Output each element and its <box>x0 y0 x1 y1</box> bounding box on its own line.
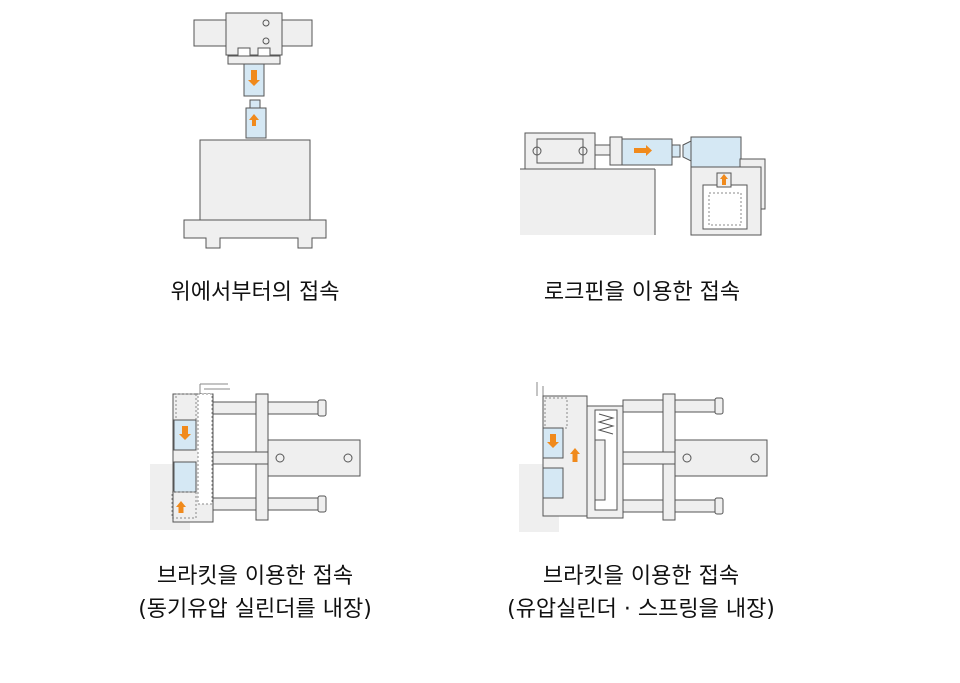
pin-housing <box>702 184 748 230</box>
top-block <box>225 12 283 56</box>
bolt-hole <box>343 453 353 463</box>
caption-line: (유압실린더 · 스프링을 내장) <box>507 597 775 622</box>
bolt-hole <box>750 453 760 463</box>
right-arrow-icon <box>634 145 652 156</box>
lower-coupler <box>542 467 564 499</box>
bolt-hole <box>578 146 588 156</box>
moving-coupler <box>621 138 673 166</box>
rod-end <box>714 397 724 415</box>
machine-body <box>199 139 311 221</box>
caption-lock-pin-connection: 로크핀을 이용한 접속 <box>492 276 792 309</box>
up-arrow-icon <box>720 174 728 185</box>
cylinder-flange <box>536 138 584 164</box>
left-table <box>520 169 655 235</box>
caption-line: 로크핀을 이용한 접속 <box>543 280 741 305</box>
caption-line: 브라킷을 이용한 접속 <box>156 564 354 589</box>
caption-line: 위에서부터의 접속 <box>170 280 340 305</box>
top-block-slot <box>237 47 251 57</box>
caption-line: 브라킷을 이용한 접속 <box>542 564 740 589</box>
slide-rail <box>594 439 606 501</box>
rod-end <box>317 495 327 513</box>
down-arrow-icon <box>547 434 559 448</box>
hidden-housing <box>544 397 568 429</box>
receiving-coupler <box>690 136 742 168</box>
caption-bracket-sync-cylinder: 브라킷을 이용한 접속 (동기유압 실린더를 내장) <box>100 560 410 626</box>
down-arrow-icon <box>179 426 191 440</box>
bolt-hole <box>682 453 692 463</box>
diagram-lock-pin-connection <box>520 132 766 236</box>
diagram-bracket-sync-cylinder <box>150 383 361 530</box>
rod-end <box>317 399 327 417</box>
down-arrow-icon <box>248 70 260 86</box>
caption-bracket-cylinder-spring: 브라킷을 이용한 접속 (유압실린더 · 스프링을 내장) <box>466 560 816 626</box>
up-arrow-icon <box>176 501 186 513</box>
hidden-housing <box>171 491 197 519</box>
diagram-connection-from-above <box>183 12 327 249</box>
diagram-bracket-cylinder-spring <box>519 382 768 532</box>
cylinder-body <box>674 439 768 477</box>
cylinder-body <box>267 439 361 477</box>
up-arrow-icon <box>570 448 580 462</box>
up-arrow-icon <box>249 114 259 126</box>
bracket-slot <box>197 393 213 505</box>
spring <box>597 413 615 435</box>
machine-base <box>183 219 327 249</box>
caption-line: (동기유압 실린더를 내장) <box>138 597 372 622</box>
rod-plate <box>609 136 623 166</box>
rod-end <box>714 497 724 515</box>
upper-plate <box>227 55 281 65</box>
center-rod <box>622 451 676 465</box>
center-rod <box>212 451 269 465</box>
pin-hidden <box>708 192 742 226</box>
lower-coupler <box>173 461 197 493</box>
bolt-hole <box>262 37 270 45</box>
bolt-hole <box>532 146 542 156</box>
lower-coupler-tip <box>249 99 261 109</box>
receiving-coupler-tip <box>682 140 692 162</box>
bolt-hole <box>275 453 285 463</box>
caption-connection-from-above: 위에서부터의 접속 <box>110 276 400 309</box>
top-block-slot <box>257 47 271 57</box>
moving-coupler-tip <box>671 144 681 158</box>
bolt-hole <box>262 19 270 27</box>
